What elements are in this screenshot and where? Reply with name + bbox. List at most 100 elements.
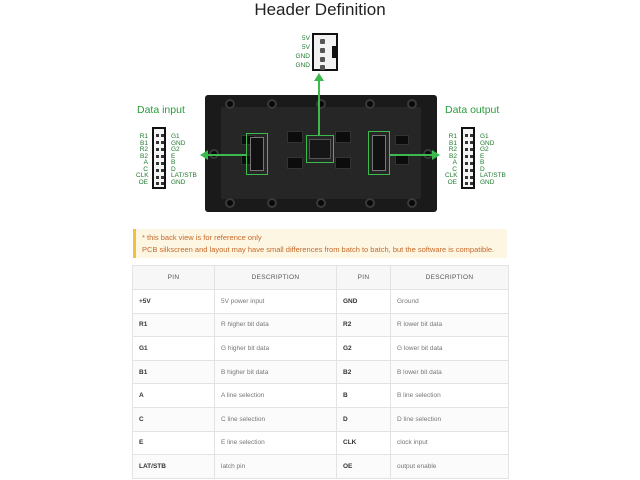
led-panel-back-view <box>205 95 437 212</box>
screw-icon <box>316 99 326 109</box>
header-pin-label: LAT/STB <box>171 172 197 179</box>
power-pin-label: GND <box>295 62 310 69</box>
pin-description-cell: A line selection <box>214 383 337 408</box>
pin-description-cell: B line selection <box>390 383 509 408</box>
pin-name-cell: D <box>336 406 391 432</box>
header-pin-label: LAT/STB <box>480 172 506 179</box>
pin-name-cell: E <box>132 430 215 456</box>
header-pin-label: CLK <box>136 172 149 179</box>
pin-name-cell: B <box>336 383 391 408</box>
notice-line-2: PCB silkscreen and layout may have small… <box>142 245 495 254</box>
output-header-connector <box>461 127 475 189</box>
header-pin-label: B2 <box>449 152 457 160</box>
output-arrow <box>390 154 432 156</box>
header-pin-label: CLK <box>445 172 458 179</box>
screw-icon <box>225 99 235 109</box>
pin-description-cell: R lower bit data <box>390 312 509 338</box>
pin-name-cell: LAT/STB <box>132 454 215 479</box>
screw-icon <box>365 99 375 109</box>
header-pin-label: E <box>480 152 485 160</box>
pin-description-cell: C line selection <box>214 406 337 432</box>
pin-name-cell: B2 <box>336 359 391 385</box>
header-pin-label: GND <box>171 139 186 147</box>
pin-description-cell: D line selection <box>390 406 509 432</box>
pin-description-cell: clock input <box>390 430 509 456</box>
header-pin-label: D <box>480 165 485 173</box>
power-pin-label: 5V <box>302 35 310 42</box>
data-output-label: Data output <box>445 104 500 116</box>
pin-description-cell: 5V power input <box>214 289 337 314</box>
pin-description-cell: G lower bit data <box>390 336 509 361</box>
power-arrow <box>318 80 320 136</box>
power-pin-labels: 5V 5V GND GND <box>288 34 310 70</box>
arrow-right-icon <box>432 150 440 160</box>
screw-icon <box>225 198 235 208</box>
pin-name-cell: +5V <box>132 289 215 314</box>
header-pin-label: B <box>171 159 176 166</box>
arrow-up-icon <box>314 73 324 81</box>
pin-name-cell: CLK <box>336 430 391 456</box>
header-pin-label: B2 <box>140 152 148 160</box>
header-pin-label: A <box>143 159 148 166</box>
header-pin-label: E <box>171 152 176 160</box>
header-pin-label: B1 <box>140 139 148 147</box>
header-pin-label: G1 <box>171 133 180 140</box>
pin-name-cell: G2 <box>336 336 391 361</box>
header-pin-label: R2 <box>448 146 457 153</box>
screw-icon <box>407 99 417 109</box>
power-connector <box>312 33 338 71</box>
pin-description-cell: G higher bit data <box>214 336 337 361</box>
header-pin-label: OE <box>138 178 148 186</box>
screw-icon <box>267 198 277 208</box>
header-pin-label: GND <box>480 178 495 186</box>
header-pin-label: C <box>143 165 148 173</box>
header-pin-label: GND <box>480 139 495 147</box>
header-pin-label: B <box>480 159 485 166</box>
table-header: DESCRIPTION <box>390 265 509 290</box>
header-pin-label: D <box>171 165 176 173</box>
header-pin-label: G1 <box>480 133 489 140</box>
pin-description-cell: latch pin <box>214 454 337 479</box>
power-header-highlight <box>306 135 334 163</box>
screw-icon <box>316 198 326 208</box>
pin-description-cell: E line selection <box>214 430 337 456</box>
header-pin-label: OE <box>447 178 457 186</box>
header-pin-label: R2 <box>139 146 148 153</box>
header-pin-label: C <box>452 165 457 173</box>
pin-name-cell: R1 <box>132 312 215 338</box>
table-header: DESCRIPTION <box>214 265 337 290</box>
table-header-row: PIN DESCRIPTION PIN DESCRIPTION <box>132 265 509 290</box>
pin-name-cell: OE <box>336 454 391 479</box>
power-pin-label: GND <box>295 53 310 60</box>
screw-icon <box>365 198 375 208</box>
pin-description-cell: output enable <box>390 454 509 479</box>
page-title: Header Definition <box>254 0 386 19</box>
notice-line-1: * this back view is for reference only <box>142 233 262 242</box>
screw-icon <box>407 198 417 208</box>
pin-description-cell: B higher bit data <box>214 359 337 385</box>
table-header: PIN <box>132 265 215 290</box>
pin-name-cell: R2 <box>336 312 391 338</box>
pin-name-cell: G1 <box>132 336 215 361</box>
reference-notice: * this back view is for reference only P… <box>133 229 507 258</box>
header-pin-label: B1 <box>449 139 457 147</box>
pin-name-cell: A <box>132 383 215 408</box>
table-header: PIN <box>336 265 391 290</box>
pin-description-cell: R higher bit data <box>214 312 337 338</box>
header-pin-label: R1 <box>139 133 148 140</box>
